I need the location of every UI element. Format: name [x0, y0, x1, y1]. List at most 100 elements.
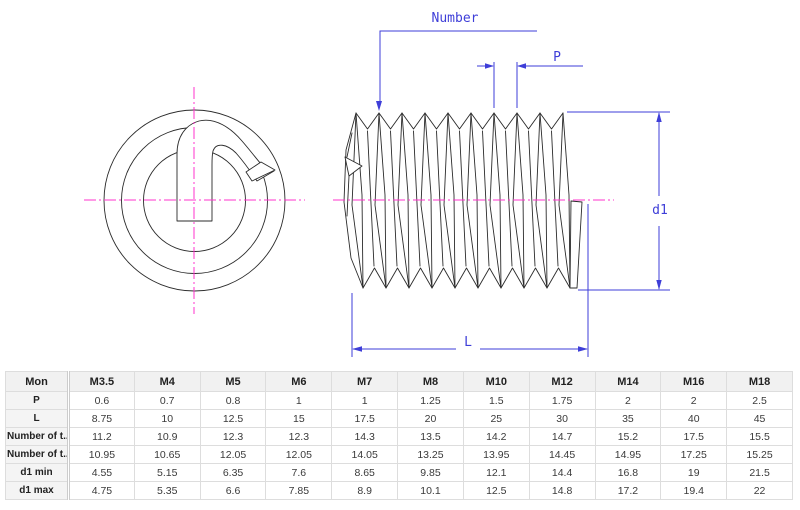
- length-label: L: [464, 335, 472, 350]
- cell: 14.3: [331, 427, 399, 446]
- cell: 1.75: [528, 391, 596, 410]
- tang-end-lines: [346, 132, 353, 217]
- col-header-M16: M16: [660, 371, 728, 392]
- cell: 6.35: [199, 463, 267, 482]
- col-header-M5: M5: [199, 371, 267, 392]
- number-label: Number: [432, 11, 479, 26]
- thread-line: [397, 112, 410, 289]
- col-header-M18: M18: [726, 371, 793, 392]
- cell: 21.5: [726, 463, 793, 482]
- thread-coils: [351, 112, 571, 289]
- cell: 10.1: [397, 481, 464, 500]
- corner-header: Mon: [5, 371, 70, 392]
- cell: 0.6: [68, 391, 135, 410]
- thread-line: [535, 112, 548, 289]
- thread-line: [489, 112, 502, 289]
- thread-line: [551, 130, 559, 267]
- cell: 14.05: [331, 445, 399, 464]
- thread-line: [505, 130, 513, 267]
- cell: 10.95: [68, 445, 135, 464]
- row-label: d1 max: [5, 481, 70, 500]
- cell: 17.2: [594, 481, 662, 500]
- cell: 19.4: [660, 481, 728, 500]
- thread-line: [558, 112, 571, 289]
- col-header-M8: M8: [397, 371, 464, 392]
- cell: 40: [660, 409, 728, 428]
- cell: 5.35: [133, 481, 201, 500]
- centerlines: [84, 87, 614, 314]
- cell: 20: [397, 409, 464, 428]
- cell: 14.8: [528, 481, 596, 500]
- thread-line: [512, 112, 525, 289]
- number-leader-line: [379, 30, 537, 103]
- cell: 6.6: [199, 481, 267, 500]
- col-header-M7: M7: [331, 371, 399, 392]
- thread-line: [493, 112, 502, 289]
- thread-line: [367, 130, 375, 267]
- cell: 16.8: [594, 463, 662, 482]
- d1-arrow-up-icon: [656, 112, 662, 122]
- cell: 10: [133, 409, 201, 428]
- row-label: Number of t...: [5, 445, 70, 464]
- thread-line: [459, 130, 467, 267]
- cell: 14.45: [528, 445, 596, 464]
- thread-line: [413, 130, 421, 267]
- thread-line: [516, 112, 525, 289]
- cell: 12.5: [462, 481, 530, 500]
- insert-side-view: [343, 112, 583, 289]
- row-label: Number of t...: [5, 427, 70, 446]
- col-header-M4: M4: [133, 371, 201, 392]
- col-header-M3.5: M3.5: [68, 371, 135, 392]
- coil-end-cut: [245, 161, 276, 182]
- length-arrow-right-icon: [578, 346, 588, 352]
- cell: 1: [265, 391, 333, 410]
- dimension-d1: d1: [567, 111, 670, 291]
- cell: 12.3: [199, 427, 267, 446]
- thread-line: [420, 112, 433, 289]
- thread-line: [401, 112, 410, 289]
- cell: 13.5: [397, 427, 464, 446]
- thread-line: [362, 267, 571, 289]
- tang-notch: [344, 156, 363, 177]
- cell: 14.2: [462, 427, 530, 446]
- cell: 8.9: [331, 481, 399, 500]
- cell: 30: [528, 409, 596, 428]
- thread-line: [443, 112, 456, 289]
- cell: 1: [331, 391, 399, 410]
- length-arrow-left-icon: [352, 346, 362, 352]
- thread-line: [424, 112, 433, 289]
- dimension-pitch: P: [477, 50, 583, 108]
- thread-line: [355, 112, 364, 289]
- thread-line: [466, 112, 479, 289]
- cell: 35: [594, 409, 662, 428]
- cell: 25: [462, 409, 530, 428]
- cell: 17.5: [660, 427, 728, 446]
- cell: 13.95: [462, 445, 530, 464]
- cell: 19: [660, 463, 728, 482]
- dimension-length: L: [351, 204, 589, 357]
- cell: 1.5: [462, 391, 530, 410]
- cell: 15: [265, 409, 333, 428]
- cell: 22: [726, 481, 793, 500]
- thread-line: [374, 112, 387, 289]
- thread-line: [470, 112, 479, 289]
- cell: 12.05: [265, 445, 333, 464]
- dimension-number: Number: [376, 11, 537, 111]
- thread-line: [562, 112, 571, 289]
- pitch-label: P: [553, 50, 561, 65]
- pitch-arrow-left-icon: [485, 63, 494, 69]
- cell: 14.95: [594, 445, 662, 464]
- thread-line: [390, 130, 398, 267]
- cell: 7.6: [265, 463, 333, 482]
- tang-end-edge: [343, 112, 364, 289]
- cell: 2: [594, 391, 662, 410]
- cell: 15.25: [726, 445, 793, 464]
- cell: 2.5: [726, 391, 793, 410]
